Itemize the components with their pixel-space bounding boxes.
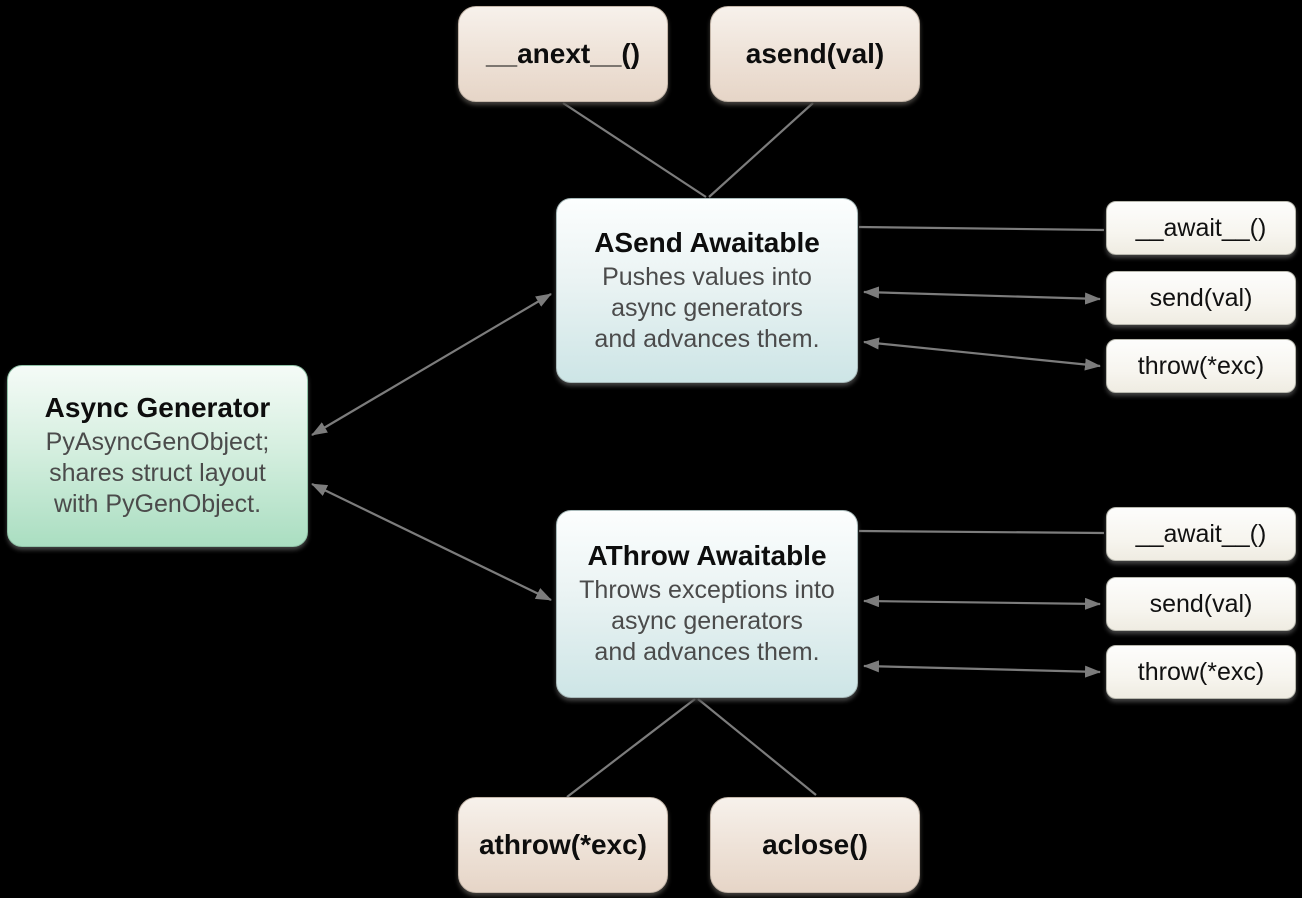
connector-asend-awaitable-to-await xyxy=(858,225,1105,232)
asend-awaitable-title: ASend Awaitable xyxy=(594,226,820,258)
async-generator-description: PyAsyncGenObject; shares struct layout w… xyxy=(45,428,270,518)
async-generator-title: Async Generator xyxy=(44,392,271,423)
athrow-awaitable-title: AThrow Awaitable xyxy=(587,540,827,571)
node-athrow-await-method: __await__() xyxy=(1106,507,1296,561)
connector-generator-athrow-awaitable xyxy=(311,483,552,601)
node-athrow-send-method: send(val) xyxy=(1106,577,1296,631)
node-athrow-throw-method: throw(*exc) xyxy=(1106,645,1296,699)
node-anext: __anext__() xyxy=(458,6,668,102)
node-asend-label: asend(val) xyxy=(745,38,885,69)
node-asend-awaitable: ASend Awaitable Pushes values into async… xyxy=(556,198,858,383)
athrow-await-method-label: __await__() xyxy=(1135,519,1267,548)
node-asend-await-method: __await__() xyxy=(1106,201,1296,255)
asend-awaitable-description: Pushes values into async generators and … xyxy=(594,262,820,353)
connector-asend-awaitable-throw xyxy=(863,337,1101,371)
athrow-send-method-label: send(val) xyxy=(1149,589,1253,618)
connector-athrow-awaitable-send xyxy=(863,595,1101,610)
node-athrow-method: athrow(*exc) xyxy=(458,797,668,893)
asend-throw-method-label: throw(*exc) xyxy=(1137,351,1265,380)
node-athrow-awaitable: AThrow Awaitable Throws exceptions into … xyxy=(556,510,858,698)
connector-anext-to-asend-awaitable xyxy=(562,102,707,198)
connector-athrow-awaitable-to-await xyxy=(858,529,1105,535)
connector-generator-asend-awaitable xyxy=(311,293,552,436)
connector-athrow-awaitable-throw xyxy=(863,660,1101,678)
node-async-generator: Async Generator PyAsyncGenObject; shares… xyxy=(7,365,308,547)
athrow-throw-method-label: throw(*exc) xyxy=(1137,657,1265,686)
connector-asend-to-asend-awaitable xyxy=(708,102,814,198)
node-aclose: aclose() xyxy=(710,797,920,893)
connector-asend-awaitable-send xyxy=(863,286,1101,305)
node-anext-label: __anext__() xyxy=(485,38,641,69)
connector-aclose-to-athrow-awaitable xyxy=(697,698,817,796)
node-athrow-method-label: athrow(*exc) xyxy=(478,829,648,860)
connector-athrow-method-to-athrow-awaitable xyxy=(566,698,696,798)
node-aclose-label: aclose() xyxy=(762,829,868,860)
asend-await-method-label: __await__() xyxy=(1135,213,1267,242)
node-asend-send-method: send(val) xyxy=(1106,271,1296,325)
asend-send-method-label: send(val) xyxy=(1149,283,1253,312)
node-asend: asend(val) xyxy=(710,6,920,102)
athrow-awaitable-description: Throws exceptions into async generators … xyxy=(579,576,835,666)
node-asend-throw-method: throw(*exc) xyxy=(1106,339,1296,393)
